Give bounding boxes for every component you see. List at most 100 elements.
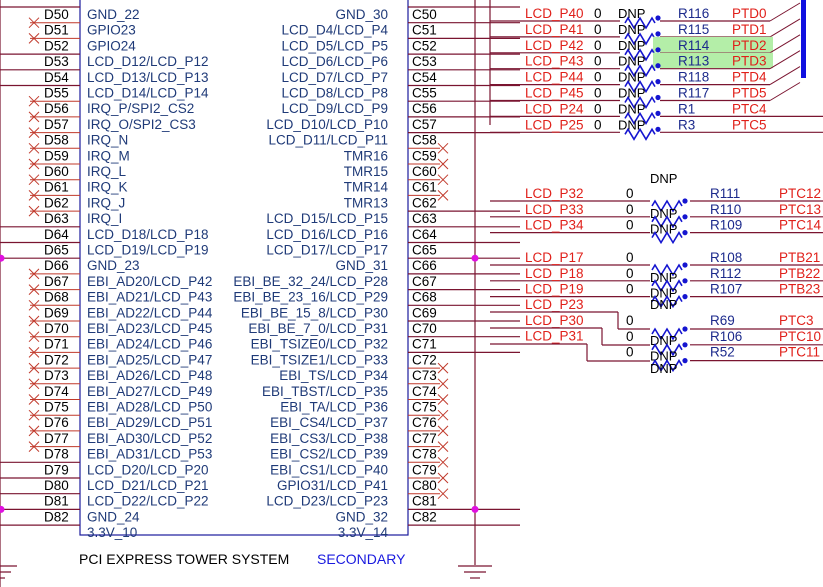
pin-name: LCD_D16/LCD_P16 [266,227,388,242]
resistor-icon [651,359,683,373]
net-label: LCD_P42 [525,38,584,53]
pin-number: C80 [412,478,437,493]
port-label: PTD3 [732,54,767,69]
junction-dot [0,254,5,262]
net-label: LCD_P40 [525,6,584,21]
port-label: PTC11 [779,345,820,360]
resistor-icon [651,279,683,293]
pin-number: C60 [412,164,437,179]
net-label: LCD_P18 [525,266,584,281]
pin-name: LCD_D11/LCD_P11 [268,133,388,148]
pin-name: IRQ_K [87,180,128,195]
resistor-ref: R114 [678,38,710,53]
pin-number: C79 [412,462,437,477]
dnp-label: DNP [650,361,677,376]
pin-name: EBI_TSIZE0/LCD_P32 [251,337,388,352]
pin-name: GPIO23 [87,23,136,38]
pin-name: EBI_BE_32_24/LCD_P28 [233,274,388,289]
no-connect-icon [437,174,449,186]
pin-name: TMR16 [344,148,388,163]
pin-number: C75 [412,400,437,415]
no-connect-icon [437,472,449,484]
pin-number: D58 [44,133,69,148]
pin-name: TMR15 [344,164,388,179]
port-label: PTC5 [732,117,767,132]
resistor-pin-dot [682,358,688,364]
bus-entry [769,82,801,101]
port-label: PTC14 [779,218,822,233]
pin-name: EBI_AD25/LCD_P47 [87,352,212,367]
no-connect-icon [28,299,40,311]
pin-number: D54 [44,70,69,85]
dnp-label: DNP [650,286,677,301]
port-label: PTD0 [732,6,767,21]
resistor-ref: R111 [710,186,740,201]
pin-name: EBI_TBST/LCD_P35 [262,384,388,399]
no-connect-icon [437,409,449,421]
bus-entry [769,2,801,22]
port-label: PTD1 [732,22,767,37]
pin-number: D81 [44,494,69,509]
pin-name: TMR13 [344,195,388,210]
port-label: PTD2 [732,38,767,53]
resistor-icon [624,64,656,78]
pin-number: C66 [412,258,437,273]
no-connect-icon [28,268,40,280]
pin-number: D60 [44,164,69,179]
pin-name: IRQ_M [87,148,130,163]
resistor-ref: R115 [678,22,709,37]
dnp-label: DNP [618,54,645,69]
no-connect-icon [28,347,40,358]
pin-number: C67 [412,274,437,289]
pin-number: C68 [412,290,437,305]
no-connect-icon [437,456,449,468]
net-label: LCD_P19 [525,282,584,297]
no-connect-icon [28,95,40,107]
dnp-label: DNP [650,297,677,312]
pin-number: D62 [44,195,69,210]
resistor-ref: R116 [678,6,709,21]
no-connect-icon [28,111,40,123]
bus-entry [769,66,801,86]
pin-name: GND_30 [335,7,388,22]
pin-name: TMR14 [344,180,389,195]
no-connect-icon [28,331,40,343]
resistor-ref: R106 [710,329,742,344]
net-label: LCD_P17 [525,250,584,265]
pin-name: LCD_D9/LCD_P9 [281,101,388,116]
net-label: LCD_P23 [525,297,584,312]
pin-number: C69 [412,305,437,320]
net-label: LCD_P45 [525,86,584,101]
pin-number: C54 [412,70,437,85]
no-connect-icon [28,17,40,29]
resistor-pin-dot [655,94,661,101]
pin-name: EBI_CS4/LCD_P37 [270,415,388,430]
pin-name: EBI_TSIZE1/LCD_P33 [251,352,388,367]
resistor-value: 0 [594,22,602,37]
pin-name: LCD_D13/LCD_P13 [87,70,209,85]
pin-name: GND_31 [335,258,388,273]
dnp-label: DNP [650,171,677,186]
resistor-pin-dot [655,110,661,116]
signal-bus [801,0,806,78]
dnp-label: DNP [618,22,645,37]
pin-number: C61 [412,180,437,195]
dnp-label: DNP [618,6,645,21]
pin-number: D55 [44,86,69,101]
no-connect-icon [28,378,40,390]
net-label: LCD_P44 [525,70,584,85]
no-connect-icon [437,158,449,170]
no-connect-icon [28,394,40,405]
resistor-value: 0 [626,313,634,328]
pin-name: LCD_D20/LCD_P20 [87,462,209,477]
pin-name: GND_23 [87,258,140,273]
no-connect-icon [28,158,40,170]
resistor-pin-dot [682,214,688,220]
pin-name: IRQ_P/SPI2_CS2 [87,101,194,116]
resistor-icon [651,263,683,277]
no-connect-icon [28,174,40,186]
port-label: PTB23 [779,282,820,297]
pin-name: EBI_AD28/LCD_P50 [87,400,212,415]
pin-number: C56 [412,101,437,116]
no-connect-icon [437,425,449,437]
